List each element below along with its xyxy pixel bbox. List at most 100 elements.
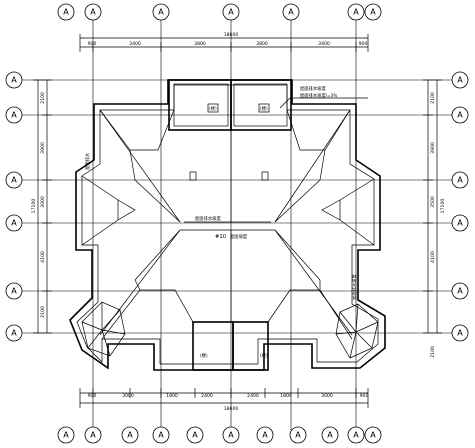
axis-label-bottom-2: A: [90, 431, 96, 440]
bottom-dim-seg-4: 2400: [201, 393, 213, 399]
axis-label-bottom-11: A: [370, 431, 376, 440]
axis-bubble-left-1: [5, 71, 23, 89]
bottom-dim-seg-2: 3000: [122, 393, 134, 399]
right-total-dim: 17100: [440, 199, 446, 214]
axis-bubble-left-2: [5, 106, 23, 124]
corner-turrets: [81, 301, 379, 359]
axis-label-bottom-3: A: [127, 431, 133, 440]
axis-bubble-top-1: [57, 3, 75, 21]
room-label-c: (楼): [200, 352, 208, 359]
axis-bubbles-right: A A A A A A: [451, 71, 469, 342]
room-tag-box-b: [258, 103, 270, 113]
axis-bubble-right-4: [451, 214, 469, 232]
left-dim-seg-1: 2100: [40, 92, 46, 104]
top-dim-seg-6: 900: [359, 41, 368, 47]
top-dim-seg-4: 3800: [256, 41, 268, 47]
axis-bubble-right-3: [451, 171, 469, 189]
axis-bubble-right-1: [451, 71, 469, 89]
stair-box-right: [230, 79, 292, 131]
left-dimension-chain: 2100 3900 3000 4100 2100 17100: [31, 79, 52, 334]
bottom-dimension-chain: 900 3000 1800 2400 2400 1800 3000 900 18…: [79, 388, 369, 412]
axis-label-bottom-4: A: [158, 431, 164, 440]
axis-label-bottom-8: A: [295, 431, 301, 440]
roof-vents: [189, 171, 269, 181]
bottom-total-dim: 18600: [224, 406, 239, 412]
axis-label-right-6: A: [457, 329, 463, 338]
axis-bubble-top-5: [282, 3, 300, 21]
axis-bubble-top-4: [222, 3, 240, 21]
axis-bubble-bottom-10: [347, 426, 365, 444]
roof-inner-edge: [76, 84, 379, 365]
top-stair-boxes: (楼) (楼): [168, 79, 292, 131]
right-dim-seg-3: 3500: [430, 196, 436, 208]
axis-bubbles-bottom: A A A A A A A A A A A: [57, 426, 382, 444]
top-dim-seg-5: 3400: [318, 41, 330, 47]
note-center-slope-desc: 屋面坡度: [230, 233, 248, 240]
right-dim-seg-2: 3900: [430, 142, 436, 154]
axis-bubble-bottom-9: [321, 426, 339, 444]
vent-left: [189, 171, 197, 181]
axis-bubble-bottom-2: [84, 426, 102, 444]
axis-label-right-3: A: [457, 176, 463, 185]
axis-bubble-bottom-5: [186, 426, 204, 444]
axis-label-bottom-1: A: [63, 431, 69, 440]
stair-box-left: [168, 79, 232, 131]
axis-bubble-top-3: [152, 3, 170, 21]
axis-label-top-7: A: [370, 8, 376, 17]
left-dim-seg-5: 2100: [40, 306, 46, 318]
axis-bubbles-left: A A A A A A: [5, 71, 23, 342]
axis-bubble-left-5: [5, 282, 23, 300]
axis-bubble-left-3: [5, 171, 23, 189]
axis-bubble-right-5: [451, 282, 469, 300]
axis-label-bottom-10: A: [353, 431, 359, 440]
bottom-dim-seg-7: 3000: [321, 393, 333, 399]
axis-label-top-3: A: [158, 8, 164, 17]
turret-bottom-right: [335, 303, 379, 359]
axis-bubble-bottom-1: [57, 426, 75, 444]
axis-bubble-right-2: [451, 106, 469, 124]
axis-label-bottom-6: A: [228, 431, 234, 440]
axis-label-bottom-7: A: [262, 431, 268, 440]
right-dim-seg-1: 2100: [430, 92, 436, 104]
axis-label-left-2: A: [11, 111, 17, 120]
bottom-stair-boxes: (楼) (楼): [192, 321, 269, 371]
axis-bubble-bottom-11: [364, 426, 382, 444]
room-label-a: (楼): [209, 105, 217, 112]
axis-bubble-bottom-6: [222, 426, 240, 444]
roof-outer-edge: [69, 79, 386, 371]
note-center: 屋面排水坡度: [195, 215, 221, 222]
axis-label-right-2: A: [457, 111, 463, 120]
axis-bubble-top-6: [347, 3, 365, 21]
axis-label-top-6: A: [353, 8, 359, 17]
axis-bubble-top-7: [364, 3, 382, 21]
axis-bubble-bottom-7: [256, 426, 274, 444]
annotations: 屋面排水坡度 屋面排水坡度i=3% 屋面排水坡度 #10 屋面坡度 屋面排水 屋…: [84, 85, 368, 300]
stair-box-bottom-left: [192, 321, 234, 371]
right-dim-seg-4: 4100: [430, 251, 436, 263]
right-dim-seg-5: 2100: [430, 346, 436, 358]
left-total-dim: 17100: [31, 199, 37, 214]
stair-box-left-inner: [173, 83, 229, 127]
axis-label-left-5: A: [11, 287, 17, 296]
top-total-dim: 18600: [224, 32, 239, 38]
right-dimension-chain: 2100 3900 3500 4100 2100 17100: [423, 79, 446, 358]
stair-box-right-inner: [233, 83, 288, 127]
room-label-d: (楼): [260, 352, 268, 359]
axis-label-left-1: A: [11, 76, 17, 85]
bottom-dim-seg-1: 900: [88, 393, 97, 399]
axis-label-right-1: A: [457, 76, 463, 85]
roof-ridges: [81, 109, 375, 340]
top-dim-seg-2: 3400: [129, 41, 141, 47]
axis-label-top-2: A: [90, 8, 96, 17]
note-center-slope: #10: [215, 234, 226, 240]
vent-right: [261, 171, 269, 181]
note-top-1: 屋面排水坡度: [300, 85, 326, 92]
axis-bubble-right-6: [451, 324, 469, 342]
axis-bubble-bottom-3: [121, 426, 139, 444]
left-dim-seg-2: 3900: [40, 142, 46, 154]
bottom-dim-seg-8: 900: [360, 393, 369, 399]
roof-outline: [69, 79, 386, 371]
stair-box-bottom-right: [232, 321, 269, 371]
